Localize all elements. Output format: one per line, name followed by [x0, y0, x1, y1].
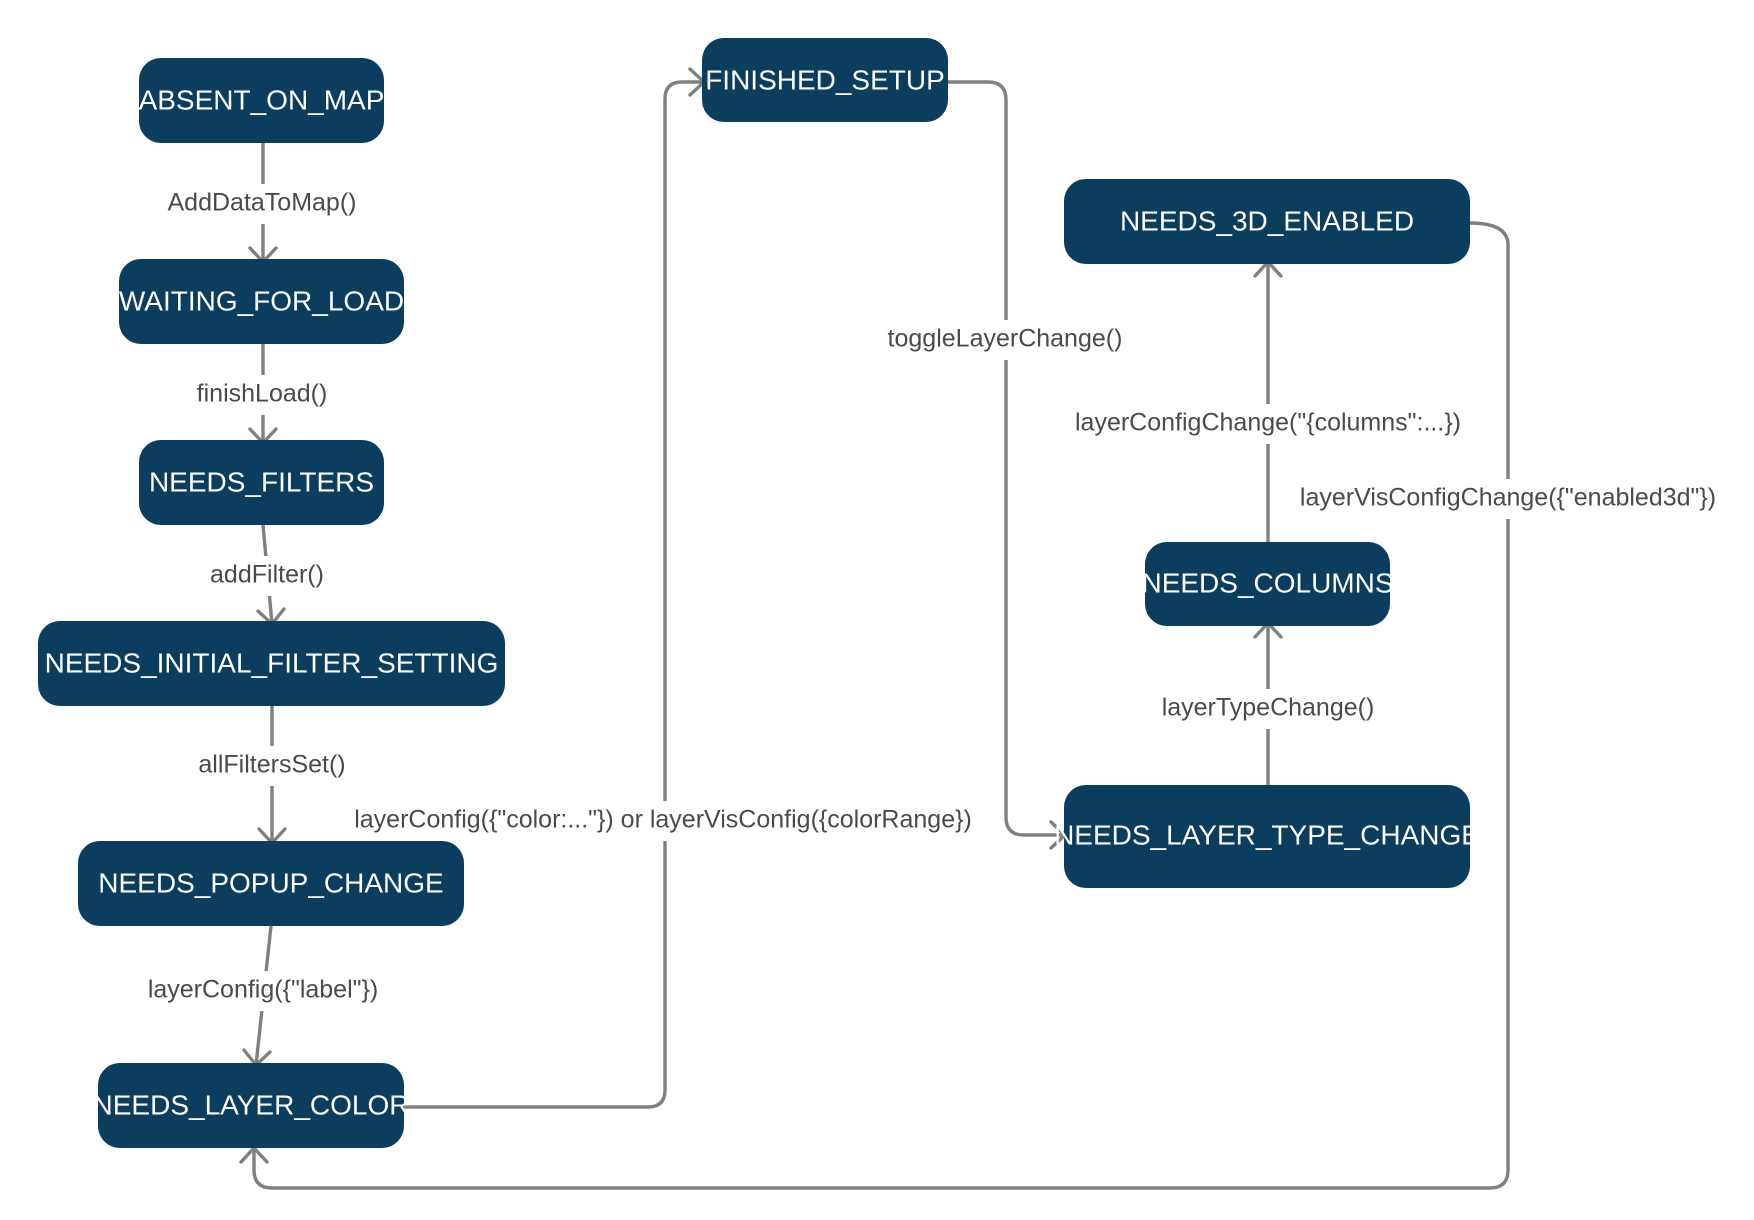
label-add-filter: addFilter()	[200, 556, 335, 596]
svg-text:layerConfig({"label"}): layerConfig({"label"})	[148, 976, 378, 1004]
label-all-filters-set: allFiltersSet()	[190, 746, 355, 786]
svg-text:NEEDS_COLUMNS: NEEDS_COLUMNS	[1141, 567, 1393, 598]
node-waiting-for-load: WAITING_FOR_LOAD	[119, 259, 404, 344]
label-add-data-to-map: AddDataToMap()	[160, 184, 365, 224]
label-toggle-layer-change: toggleLayerChange()	[880, 320, 1130, 360]
svg-text:layerVisConfigChange({"enabled: layerVisConfigChange({"enabled3d"})	[1300, 484, 1716, 512]
edge-layer-color-to-finished-setup	[402, 67, 706, 1109]
node-needs-layer-color: NEEDS_LAYER_COLOR	[93, 1063, 410, 1148]
node-absent-on-map: ABSENT_ON_MAP	[139, 58, 385, 143]
svg-text:AddDataToMap(): AddDataToMap()	[168, 189, 357, 217]
edge-layer-config-change-columns	[1253, 260, 1283, 544]
edge-toggle-layer-change	[946, 80, 1067, 850]
svg-text:addFilter(): addFilter()	[210, 561, 324, 589]
svg-text:layerConfigChange("{columns":.: layerConfigChange("{columns":...})	[1075, 409, 1461, 437]
svg-text:layerConfig({"color:..."}) or: layerConfig({"color:..."}) or layerVisCo…	[354, 806, 972, 834]
label-layer-vis-config-change-3d: layerVisConfigChange({"enabled3d"})	[1287, 479, 1731, 519]
svg-text:NEEDS_LAYER_TYPE_CHANGE: NEEDS_LAYER_TYPE_CHANGE	[1054, 819, 1480, 850]
svg-text:NEEDS_LAYER_COLOR: NEEDS_LAYER_COLOR	[93, 1089, 410, 1120]
label-finish-load: finishLoad()	[190, 375, 335, 415]
svg-text:finishLoad(): finishLoad()	[197, 380, 328, 408]
label-layer-type-change: layerTypeChange()	[1148, 689, 1388, 729]
node-needs-layer-type-change: NEEDS_LAYER_TYPE_CHANGE	[1054, 785, 1480, 888]
node-needs-filters: NEEDS_FILTERS	[139, 440, 384, 525]
svg-text:NEEDS_INITIAL_FILTER_SETTING: NEEDS_INITIAL_FILTER_SETTING	[45, 647, 499, 678]
node-needs-3d-enabled: NEEDS_3D_ENABLED	[1064, 179, 1470, 264]
svg-text:WAITING_FOR_LOAD: WAITING_FOR_LOAD	[119, 285, 404, 316]
svg-text:FINISHED_SETUP: FINISHED_SETUP	[705, 64, 945, 95]
svg-text:NEEDS_3D_ENABLED: NEEDS_3D_ENABLED	[1120, 205, 1414, 236]
svg-text:NEEDS_FILTERS: NEEDS_FILTERS	[149, 466, 374, 497]
node-needs-columns: NEEDS_COLUMNS	[1141, 542, 1394, 626]
node-needs-initial-filter-setting: NEEDS_INITIAL_FILTER_SETTING	[38, 621, 505, 706]
svg-text:ABSENT_ON_MAP: ABSENT_ON_MAP	[139, 84, 385, 115]
svg-text:toggleLayerChange(): toggleLayerChange()	[888, 325, 1123, 353]
node-finished-setup: FINISHED_SETUP	[702, 38, 948, 122]
svg-text:NEEDS_POPUP_CHANGE: NEEDS_POPUP_CHANGE	[98, 867, 443, 898]
node-needs-popup-change: NEEDS_POPUP_CHANGE	[78, 841, 464, 926]
svg-text:layerTypeChange(): layerTypeChange()	[1162, 694, 1375, 722]
label-layer-config-color: layerConfig({"color:..."}) or layerVisCo…	[343, 801, 983, 841]
label-layer-config-label: layerConfig({"label"})	[138, 971, 388, 1011]
label-layer-config-change-columns: layerConfigChange("{columns":...})	[1062, 404, 1474, 444]
svg-text:allFiltersSet(): allFiltersSet()	[198, 751, 345, 779]
